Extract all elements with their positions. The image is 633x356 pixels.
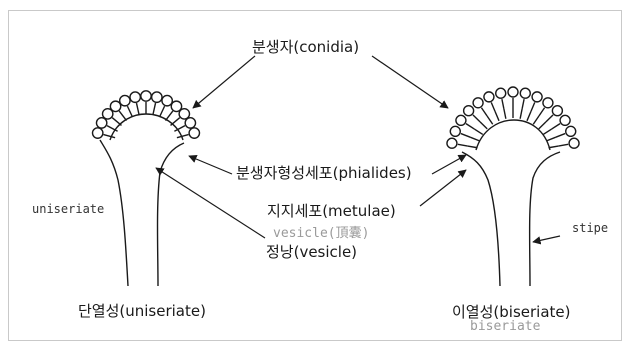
conidium	[179, 109, 189, 119]
conidium	[532, 92, 542, 102]
metula	[547, 137, 556, 141]
biseriate-stipe-left-wall	[462, 152, 500, 286]
conidium	[185, 118, 195, 128]
conidium	[560, 115, 570, 125]
uniseriate-stipe-right-wall	[158, 143, 185, 286]
phialide-stalk	[153, 103, 156, 115]
phialide-stalk	[473, 115, 480, 122]
phialide-stalk	[171, 118, 180, 126]
metula	[474, 129, 482, 134]
conidium	[520, 88, 530, 98]
phialide-stalk	[103, 135, 115, 138]
label-stipe: stipe	[572, 222, 608, 234]
conidium	[110, 101, 120, 111]
label-conidia: 분생자(conidia)	[252, 40, 359, 55]
phialide-stalk	[165, 111, 172, 121]
conidium	[189, 128, 199, 138]
metula	[495, 112, 499, 121]
phialide-stalk	[466, 124, 474, 129]
phialide-stalk	[136, 103, 139, 115]
conidium	[543, 98, 553, 108]
conidium	[96, 118, 106, 128]
phialide-stalk	[458, 144, 468, 146]
biseriate-stipe-right-wall	[530, 152, 560, 286]
uniseriate-conidiophore	[93, 91, 200, 286]
label-phialides: 분생자형성세포(phialides)	[236, 166, 412, 181]
label-metulae: 지지세포(metulae)	[267, 204, 396, 219]
phialide-stalk	[461, 134, 470, 138]
uniseriate-vesicle-outline	[110, 114, 183, 140]
arrow-phialides-left	[189, 156, 232, 174]
phialide-stalk	[556, 134, 565, 138]
phialide-stalk	[112, 118, 121, 126]
conidium	[152, 92, 162, 102]
conidium	[569, 138, 579, 148]
metula	[539, 122, 546, 129]
phialide-stalk	[531, 102, 535, 111]
phialide-stalk	[119, 111, 126, 121]
label-biseriate-ghost: biseriate	[470, 320, 540, 333]
arrow-phialides-right	[432, 155, 466, 174]
arrow-stipe-right	[533, 236, 560, 242]
conidium	[464, 106, 474, 116]
biseriate-metulae	[468, 108, 559, 148]
conidium	[450, 126, 460, 136]
phialide-stalk	[481, 108, 487, 116]
metula	[470, 137, 479, 141]
metula	[533, 116, 539, 124]
conidium	[508, 87, 518, 97]
metula	[548, 146, 558, 148]
arrow-conidia-left	[193, 56, 255, 108]
phialide-stalk	[491, 102, 495, 111]
metula	[480, 122, 487, 129]
biseriate-conidiophore	[447, 87, 579, 286]
conidium	[162, 95, 172, 105]
metula	[487, 116, 493, 124]
conidium	[552, 106, 562, 116]
conidium	[456, 115, 466, 125]
metula	[468, 146, 478, 148]
conidium	[120, 95, 130, 105]
biseriate-vesicle-outline	[476, 120, 550, 150]
phialide-stalk	[546, 115, 553, 122]
label-vesicle: 정낭(vesicle)	[266, 245, 357, 260]
conidium	[484, 92, 494, 102]
conidium	[130, 92, 140, 102]
label-vesicle-ghost: vesicle(頂囊)	[273, 227, 369, 240]
phialide-stalk	[502, 99, 504, 109]
conidium	[566, 126, 576, 136]
phialide-stalk	[552, 124, 560, 129]
arrow-conidia-right	[372, 56, 448, 108]
conidium	[473, 98, 483, 108]
conidium	[496, 88, 506, 98]
arrow-metulae-right	[420, 170, 466, 206]
metula	[543, 129, 551, 134]
conidium	[93, 128, 103, 138]
phialide-stalk	[539, 108, 545, 116]
metula	[520, 109, 522, 119]
phialide-stalk	[160, 106, 165, 117]
label-biseriate-caption: 이열성(biseriate)	[452, 305, 570, 320]
phialide-stalk	[127, 106, 132, 117]
metula	[504, 109, 506, 119]
metula	[527, 112, 531, 121]
label-uniseriate-side: uniseriate	[32, 203, 104, 215]
conidium	[447, 138, 457, 148]
label-uniseriate-caption: 단열성(uniseriate)	[78, 304, 206, 319]
phialide-stalk	[558, 144, 568, 146]
phialide-stalk	[522, 99, 524, 109]
conidium	[141, 91, 151, 101]
